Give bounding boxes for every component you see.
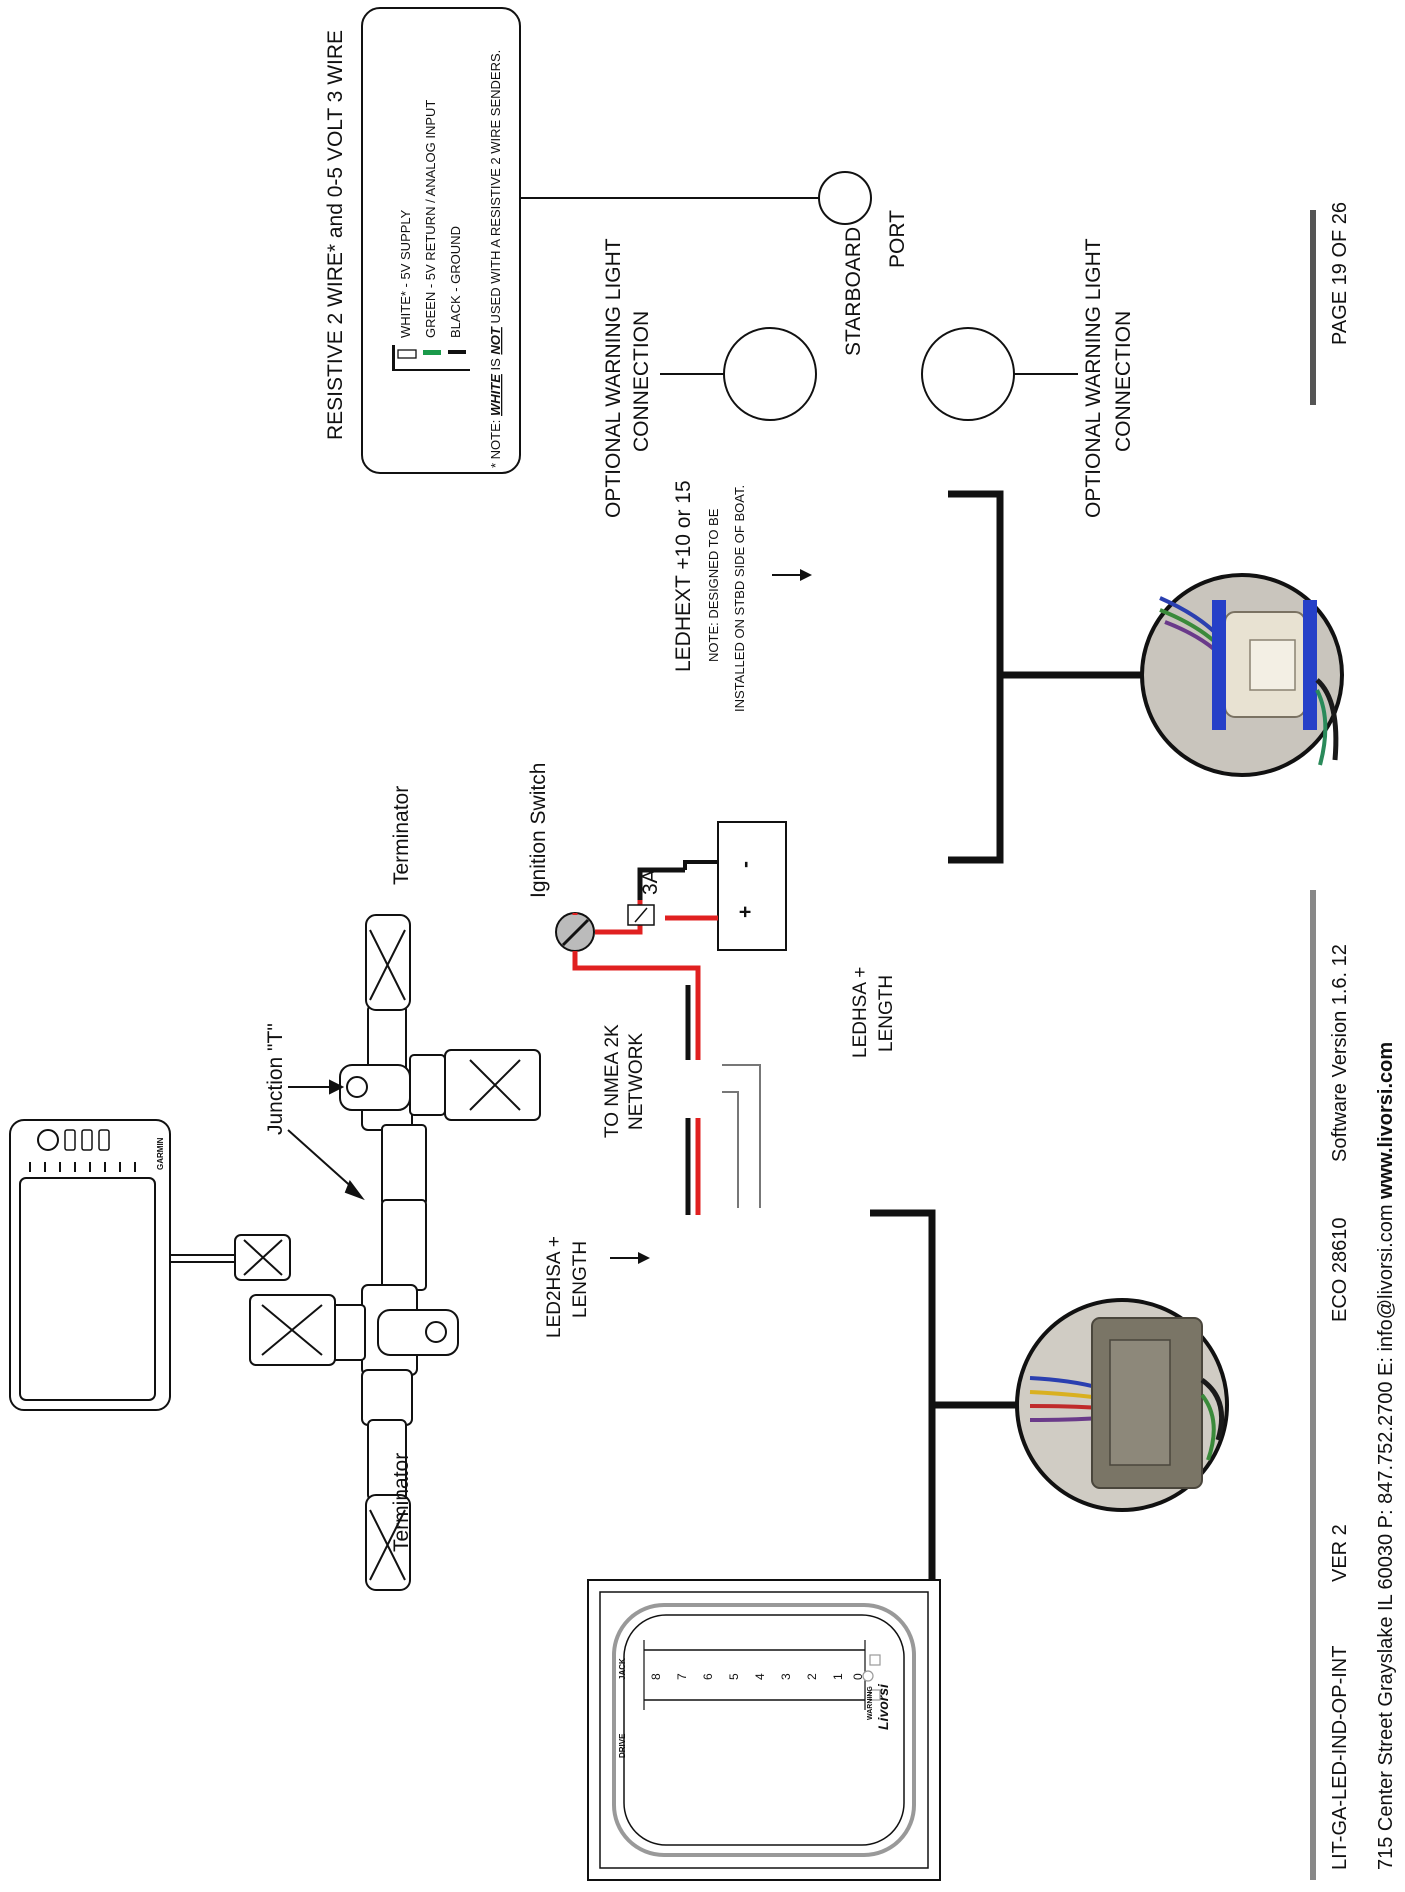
gauge-warning-label: WARNING bbox=[867, 1686, 874, 1720]
gauge-scale: 8 7 6 5 4 3 2 1 0 bbox=[649, 1673, 865, 1680]
gauge-scale-5: 5 bbox=[727, 1673, 741, 1680]
sender-wire-stubs bbox=[392, 345, 470, 371]
terminator-bottom bbox=[365, 1494, 411, 1591]
ledhext-label: LEDHEXT +10 or 15 bbox=[672, 480, 695, 672]
gauge-scale-8: 8 bbox=[649, 1673, 663, 1680]
garmin-display: GARMIN bbox=[9, 1119, 171, 1411]
port-label: PORT bbox=[886, 210, 909, 268]
sender-title: RESISTIVE 2 WIRE* and 0-5 VOLT 3 WIRE bbox=[324, 30, 347, 440]
terminator-bottom-label: Terminator bbox=[390, 1453, 413, 1552]
led2hsa-connector-photo bbox=[1015, 1298, 1229, 1512]
footer-version: VER 2 bbox=[1329, 1524, 1351, 1582]
led-indicator-gauge bbox=[587, 1579, 941, 1881]
gauge-scale-0: 0 bbox=[851, 1673, 865, 1680]
terminator-top-label: Terminator bbox=[390, 786, 413, 885]
ignition-switch-icon bbox=[555, 912, 595, 952]
footer-eco: ECO 28610 bbox=[1329, 1217, 1351, 1322]
gauge-scale-4: 4 bbox=[753, 1673, 767, 1680]
ledhsa-label-1: LEDHSA + bbox=[850, 967, 871, 1058]
gauge-scale-6: 6 bbox=[701, 1673, 715, 1680]
gauge-scale-3: 3 bbox=[779, 1673, 793, 1680]
led2hsa-label-2: LENGTH bbox=[570, 1241, 591, 1318]
warning-light-stbd-label-2: CONNECTION bbox=[630, 311, 653, 452]
warning-light-port bbox=[921, 327, 1015, 421]
wire-label-black: BLACK - GROUND bbox=[448, 226, 463, 338]
terminator-top bbox=[365, 914, 411, 1011]
warning-light-stbd-label-1: OPTIONAL WARNING LIGHT bbox=[602, 238, 625, 518]
gauge-scale-1: 1 bbox=[831, 1673, 845, 1680]
battery-plus: + bbox=[734, 906, 757, 918]
fuse-label: 3A bbox=[639, 869, 662, 895]
display-drop-cable bbox=[170, 1234, 291, 1281]
starboard-label: STARBOARD bbox=[842, 227, 865, 356]
ledhext-connector-photo bbox=[1140, 573, 1344, 777]
gauge-scale-7: 7 bbox=[675, 1673, 689, 1680]
footer-software: Software Version 1.6. 12 bbox=[1329, 944, 1351, 1162]
warning-light-port-label-1: OPTIONAL WARNING LIGHT bbox=[1082, 238, 1105, 518]
gauge-drive-label: DRIVE bbox=[618, 1733, 627, 1758]
footer-rule-right bbox=[1310, 210, 1316, 405]
note-white: WHITE bbox=[488, 374, 503, 416]
note-rest: USED WITH A RESISTIVE 2 WIRE SENDERS. bbox=[488, 50, 503, 327]
nmea-label-2: NETWORK bbox=[626, 1033, 647, 1130]
ledhsa-label-2: LENGTH bbox=[876, 975, 897, 1052]
nmea-drop-wires bbox=[685, 1064, 761, 1215]
led2hsa-arrow bbox=[610, 1252, 650, 1264]
junction-arrows bbox=[287, 1079, 365, 1201]
footer-address: 715 Center Street Grayslake IL 60030 P: … bbox=[1375, 1199, 1397, 1870]
wire-label-green: GREEN - 5V RETURN / ANALOG INPUT bbox=[423, 100, 438, 338]
fuse-icon bbox=[627, 904, 655, 926]
wire-label-white: WHITE* - 5V SUPPLY bbox=[398, 209, 413, 338]
ignition-label: Ignition Switch bbox=[527, 763, 550, 898]
gauge-brand: Livorsi bbox=[875, 1683, 891, 1730]
gauge-jack-label: JACK bbox=[618, 1658, 627, 1680]
junction-tee-upper bbox=[339, 1049, 541, 1121]
footer-website[interactable]: www.livorsi.com bbox=[1375, 1042, 1397, 1200]
footer-rule-left bbox=[1310, 890, 1316, 1880]
ledhext-note-2: INSTALLED ON STBD SIDE OF BOAT. bbox=[732, 485, 747, 712]
note-prefix: * NOTE: bbox=[488, 416, 503, 468]
junction-tee-lower bbox=[249, 1294, 459, 1366]
battery bbox=[683, 821, 787, 951]
battery-minus: - bbox=[734, 861, 757, 868]
display-brand-label: GARMIN bbox=[156, 1137, 165, 1170]
ledhext-note-1: NOTE: DESIGNED TO BE bbox=[706, 508, 721, 662]
footer-address-line: 715 Center Street Grayslake IL 60030 P: … bbox=[1375, 1042, 1397, 1870]
warning-light-stbd bbox=[723, 327, 817, 421]
ledhext-arrow bbox=[772, 569, 812, 581]
note-not: NOT bbox=[488, 326, 503, 355]
led2hsa-label-1: LED2HSA + bbox=[544, 1236, 565, 1338]
warning-light-port-label-2: CONNECTION bbox=[1112, 311, 1135, 452]
footer-doc-id: LIT-GA-LED-IND-OP-INT bbox=[1329, 1646, 1351, 1870]
ledhext-bracket bbox=[948, 490, 1004, 864]
junction-label: Junction "T" bbox=[264, 1023, 287, 1135]
footer-page: PAGE 19 OF 26 bbox=[1329, 202, 1351, 345]
starboard-sender-circle bbox=[818, 171, 872, 225]
gauge-scale-2: 2 bbox=[805, 1673, 819, 1680]
note-is: IS bbox=[488, 355, 503, 375]
power-wiring bbox=[572, 867, 701, 1060]
led2hsa-bracket bbox=[870, 1209, 936, 1609]
nmea-label-1: TO NMEA 2K bbox=[602, 1024, 623, 1138]
sender-note: * NOTE: WHITE IS NOT USED WITH A RESISTI… bbox=[488, 50, 503, 468]
